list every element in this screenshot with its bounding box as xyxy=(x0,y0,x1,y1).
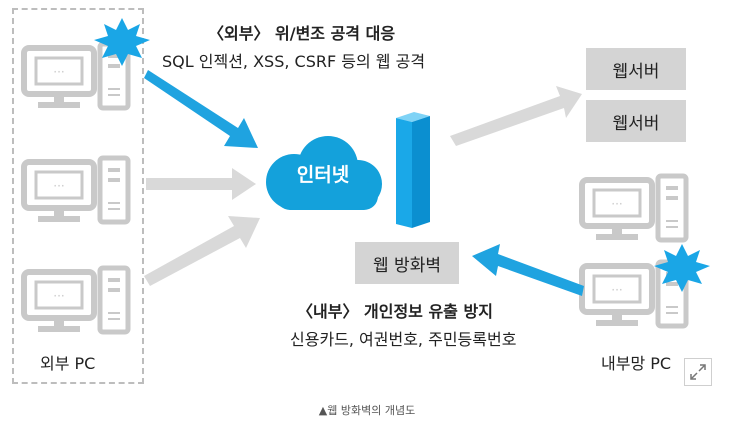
flow-arrow-middle xyxy=(146,168,256,200)
leak-arrow xyxy=(472,244,584,296)
external-pc-group xyxy=(12,8,144,384)
internal-pc-label: 내부망 PC xyxy=(601,354,672,373)
internal-pc-1 xyxy=(582,176,686,240)
expand-icon xyxy=(690,364,706,380)
firewall-label: 웹 방화벽 xyxy=(355,242,459,284)
web-server-1: 웹서버 xyxy=(586,48,686,90)
expand-button[interactable] xyxy=(684,358,712,386)
external-note-heading: 〈외부〉 위/변조 공격 대응 xyxy=(208,24,396,43)
external-pc-2 xyxy=(24,158,128,222)
external-note-detail: SQL 인젝션, XSS, CSRF 등의 웹 공격 xyxy=(162,52,426,71)
internet-label: 인터넷 xyxy=(296,164,350,186)
flow-arrow-to-servers xyxy=(450,86,582,146)
attack-starburst-icon xyxy=(94,18,150,66)
flow-arrow-lower xyxy=(144,216,260,286)
internet-cloud-icon xyxy=(266,136,382,210)
external-pc-3 xyxy=(24,268,128,332)
firewall-wall-icon xyxy=(396,112,430,228)
external-pc-label: 외부 PC xyxy=(40,354,96,373)
leak-starburst-icon xyxy=(654,244,710,292)
figure-caption: ▲웹 방화벽의 개념도 xyxy=(318,404,416,417)
attack-arrow xyxy=(144,70,258,148)
web-server-2: 웹서버 xyxy=(586,100,686,142)
internal-note-detail: 신용카드, 여권번호, 주민등록번호 xyxy=(290,330,517,349)
internal-note-heading: 〈내부〉 개인정보 유출 방지 xyxy=(297,302,493,321)
